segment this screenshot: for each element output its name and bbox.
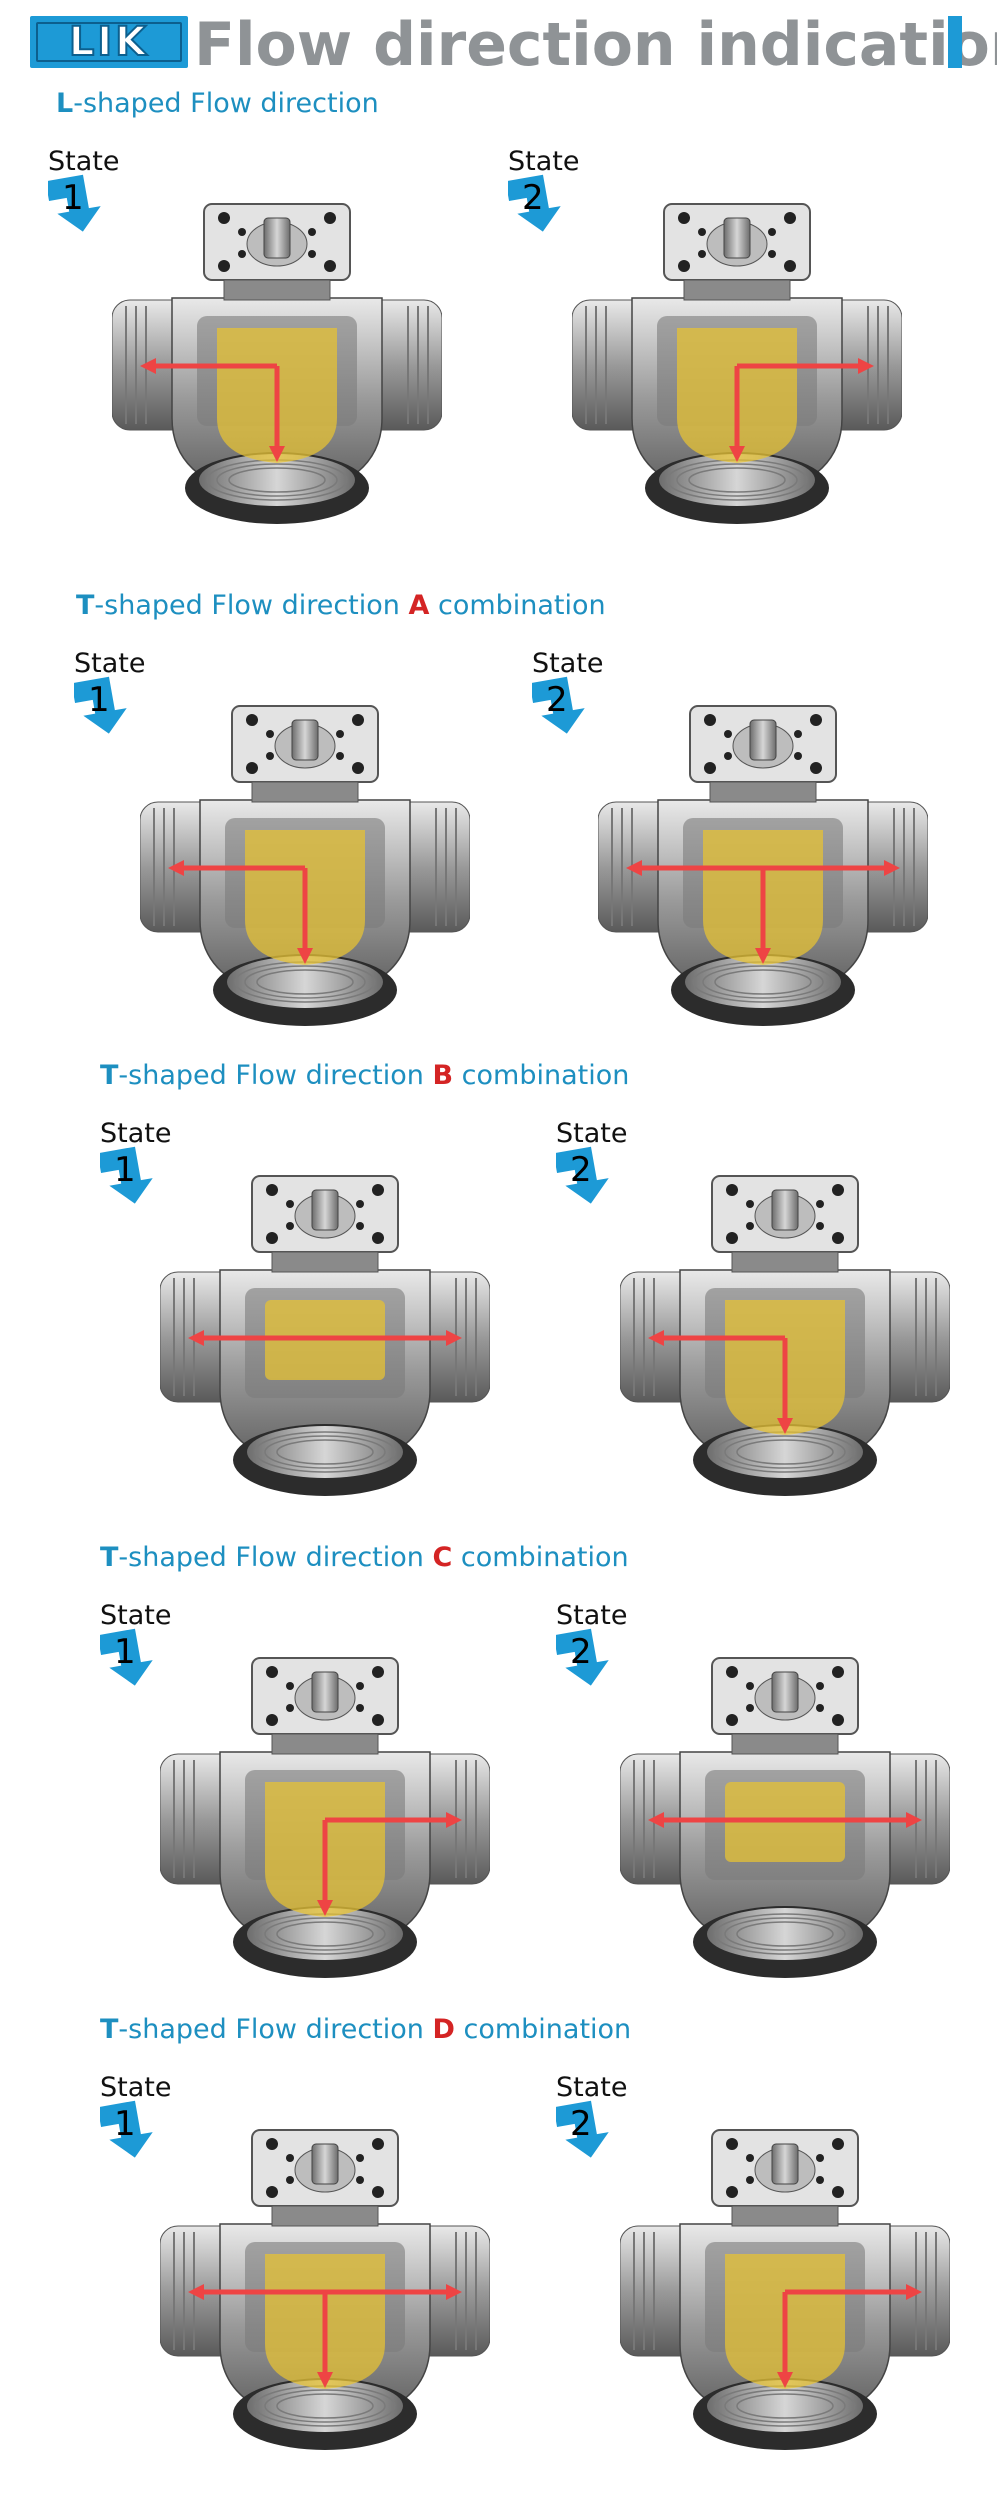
section-title-prefix: T: [100, 1060, 119, 1091]
valve-illustration: [139, 705, 471, 1026]
state-number: 1: [114, 2104, 136, 2144]
valve-illustration: [159, 1175, 491, 1496]
state-number: 1: [62, 178, 84, 218]
state-word: State: [100, 1118, 172, 1149]
section-title: L-shaped Flow direction: [56, 88, 379, 119]
section-title-prefix: T: [100, 1542, 119, 1573]
section-title-suffix: combination: [452, 1542, 629, 1573]
state-arrow-icon: 1: [100, 1628, 160, 1688]
section-title-middle: -shaped Flow direction: [118, 1542, 433, 1573]
logo-text: LIK: [68, 18, 150, 66]
valve-illustration: [619, 1175, 951, 1496]
section-title-prefix: L: [56, 88, 74, 119]
valve-right-down: [159, 1642, 491, 1982]
valve-right-down: [571, 188, 903, 528]
valve-illustration: [619, 2129, 951, 2450]
valve-illustration: [111, 203, 443, 524]
state-label: State 2: [532, 648, 612, 738]
valve-left-right-down: [159, 2114, 491, 2454]
section-title-accent: B: [432, 1060, 454, 1091]
valve-left-down: [619, 1160, 951, 1500]
state-word: State: [100, 1600, 172, 1631]
state-label: State 2: [556, 2072, 636, 2162]
valve-illustration: [159, 2129, 491, 2450]
section-title-middle: -shaped Flow direction: [94, 590, 409, 621]
section-title-prefix: T: [100, 2014, 119, 2045]
section-title: T-shaped Flow direction B combination: [100, 1060, 629, 1091]
state-number: 2: [570, 2104, 592, 2144]
state-arrow-icon: 2: [508, 174, 568, 234]
page-header: LIK Flow direction indication: [30, 10, 997, 80]
state-word: State: [556, 2072, 628, 2103]
state-arrow-icon: 2: [556, 2100, 616, 2160]
state-word: State: [556, 1118, 628, 1149]
valve-illustration: [597, 705, 929, 1026]
valve-left-down: [139, 690, 471, 1030]
section-title-suffix: combination: [453, 1060, 630, 1091]
state-label: State 1: [100, 2072, 180, 2162]
state-arrow-icon: 1: [100, 1146, 160, 1206]
valve-left-right: [159, 1160, 491, 1500]
section-title-accent: D: [432, 2014, 455, 2045]
brand-logo: LIK: [30, 16, 188, 68]
state-arrow-icon: 1: [100, 2100, 160, 2160]
valve-right-down: [619, 2114, 951, 2454]
section-title-accent: C: [432, 1542, 453, 1573]
title-accent-bar: [948, 16, 962, 68]
state-label: State 1: [100, 1600, 180, 1690]
valve-left-right-down: [597, 690, 929, 1030]
section-title: T-shaped Flow direction C combination: [100, 1542, 629, 1573]
state-number: 2: [570, 1632, 592, 1672]
valve-left-down: [111, 188, 443, 528]
section-title-middle: -shaped Flow direction: [118, 2014, 433, 2045]
state-number: 2: [546, 680, 568, 720]
state-number: 1: [114, 1632, 136, 1672]
section-title-middle: -shaped Flow direction: [73, 88, 379, 119]
state-word: State: [48, 146, 120, 177]
section-title-middle: -shaped Flow direction: [118, 1060, 433, 1091]
state-number: 1: [88, 680, 110, 720]
state-number: 2: [570, 1150, 592, 1190]
state-label: State 1: [100, 1118, 180, 1208]
valve-illustration: [159, 1657, 491, 1978]
state-word: State: [100, 2072, 172, 2103]
state-arrow-icon: 2: [556, 1628, 616, 1688]
state-arrow-icon: 1: [74, 676, 134, 736]
section-title-suffix: combination: [454, 2014, 632, 2045]
state-arrow-icon: 2: [556, 1146, 616, 1206]
section-title-prefix: T: [76, 590, 95, 621]
section-title: T-shaped Flow direction D combination: [100, 2014, 631, 2045]
state-arrow-icon: 2: [532, 676, 592, 736]
state-arrow-icon: 1: [48, 174, 108, 234]
state-label: State 1: [48, 146, 128, 236]
state-label: State 2: [556, 1600, 636, 1690]
state-label: State 2: [556, 1118, 636, 1208]
section-title-accent: A: [408, 590, 430, 621]
state-word: State: [508, 146, 580, 177]
page-title: Flow direction indication: [194, 10, 997, 80]
valve-illustration: [619, 1657, 951, 1978]
state-word: State: [556, 1600, 628, 1631]
state-number: 2: [522, 178, 544, 218]
section-title: T-shaped Flow direction A combination: [76, 590, 606, 621]
state-label: State 2: [508, 146, 588, 236]
state-label: State 1: [74, 648, 154, 738]
valve-left-right: [619, 1642, 951, 1982]
section-title-suffix: combination: [429, 590, 606, 621]
state-word: State: [74, 648, 146, 679]
state-number: 1: [114, 1150, 136, 1190]
valve-illustration: [571, 203, 903, 524]
state-word: State: [532, 648, 604, 679]
